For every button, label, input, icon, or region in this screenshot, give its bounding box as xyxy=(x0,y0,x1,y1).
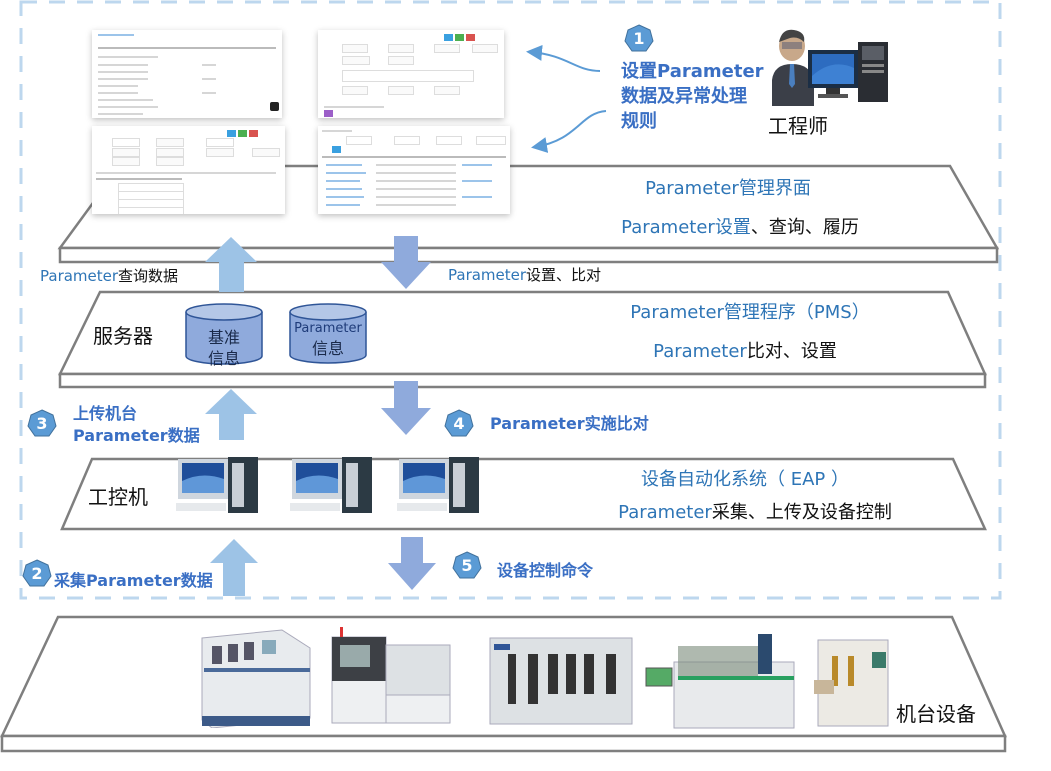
server-layer-subtitle: Parameter比对、设置 xyxy=(653,341,837,362)
machine-4 xyxy=(644,632,796,730)
setting-compare-label: Parameter设置、比对 xyxy=(448,266,602,284)
parameter-edit-form-screen[interactable] xyxy=(318,30,504,118)
industrial-pc-icon xyxy=(397,455,483,517)
execute-compare-label: Parameter实施比对 xyxy=(490,414,649,433)
parameter-history-table-screen[interactable] xyxy=(318,126,510,214)
step-3-badge: 3 xyxy=(27,409,57,439)
instruction-line-1: 设置Parameter xyxy=(621,61,764,82)
parameter-setting-form-screen[interactable] xyxy=(92,126,285,214)
ipc-layer-subtitle: Parameter采集、上传及设备控制 xyxy=(618,502,892,523)
step-5-badge: 5 xyxy=(452,551,482,581)
arrow-up-query xyxy=(205,237,257,292)
database-baseline-label: 基准 信息 xyxy=(207,328,240,368)
instruction-line-2: 数据及异常处理 xyxy=(621,86,747,107)
curved-arrow-to-ui-top xyxy=(526,44,601,72)
ipc-layer-title: 设备自动化系统（ EAP ） xyxy=(641,469,849,490)
ipc-layer-name: 工控机 xyxy=(88,485,148,509)
engineer-with-computer-icon xyxy=(772,28,890,106)
parameter-list-screen[interactable] xyxy=(92,30,282,118)
ui-layer-subtitle: Parameter设置、查询、履历 xyxy=(590,213,890,239)
arrow-down-compare xyxy=(381,381,431,435)
step-2-badge: 2 xyxy=(22,559,52,589)
query-data-label: Parameter查询数据 xyxy=(40,267,179,285)
ui-subtitle-dark: 、查询、履历 xyxy=(750,217,859,238)
industrial-pc-icon xyxy=(290,455,376,517)
curved-arrow-to-ui-bottom xyxy=(531,110,607,153)
database-parameter-info xyxy=(289,303,367,364)
arrow-down-setting xyxy=(381,236,431,289)
server-layer-title: Parameter管理程序（PMS） xyxy=(630,302,870,323)
ui-subtitle-blue: Parameter设置 xyxy=(621,217,751,238)
engineer-label: 工程师 xyxy=(768,114,828,138)
machine-3 xyxy=(488,630,634,726)
arrow-down-control xyxy=(388,537,436,590)
instruction-line-3: 规则 xyxy=(621,111,657,132)
equipment-control-label: 设备控制命令 xyxy=(497,561,594,580)
arrow-up-collect xyxy=(210,539,258,596)
server-layer-name: 服务器 xyxy=(93,324,153,348)
step-1-badge: 1 xyxy=(624,24,654,54)
ui-layer-title: Parameter管理界面 xyxy=(645,178,811,199)
step-4-badge: 4 xyxy=(444,409,474,439)
equipment-layer-name: 机台设备 xyxy=(896,702,976,726)
ui-layer-slab xyxy=(57,164,1000,264)
upload-parameter-label: 上传机台 Parameter数据 xyxy=(73,404,200,445)
database-parameter-label: Parameter 信息 xyxy=(294,321,362,358)
machine-1 xyxy=(192,628,314,729)
machine-2 xyxy=(330,625,454,725)
machine-5 xyxy=(812,630,892,728)
collect-parameter-label: 采集Parameter数据 xyxy=(54,571,213,590)
system-boundary xyxy=(19,0,1002,600)
database-baseline-info xyxy=(185,303,263,365)
industrial-pc-icon xyxy=(176,455,262,517)
arrow-up-upload xyxy=(205,389,257,440)
engineer-instruction: 设置Parameter 数据及异常处理 规则 xyxy=(621,59,764,134)
